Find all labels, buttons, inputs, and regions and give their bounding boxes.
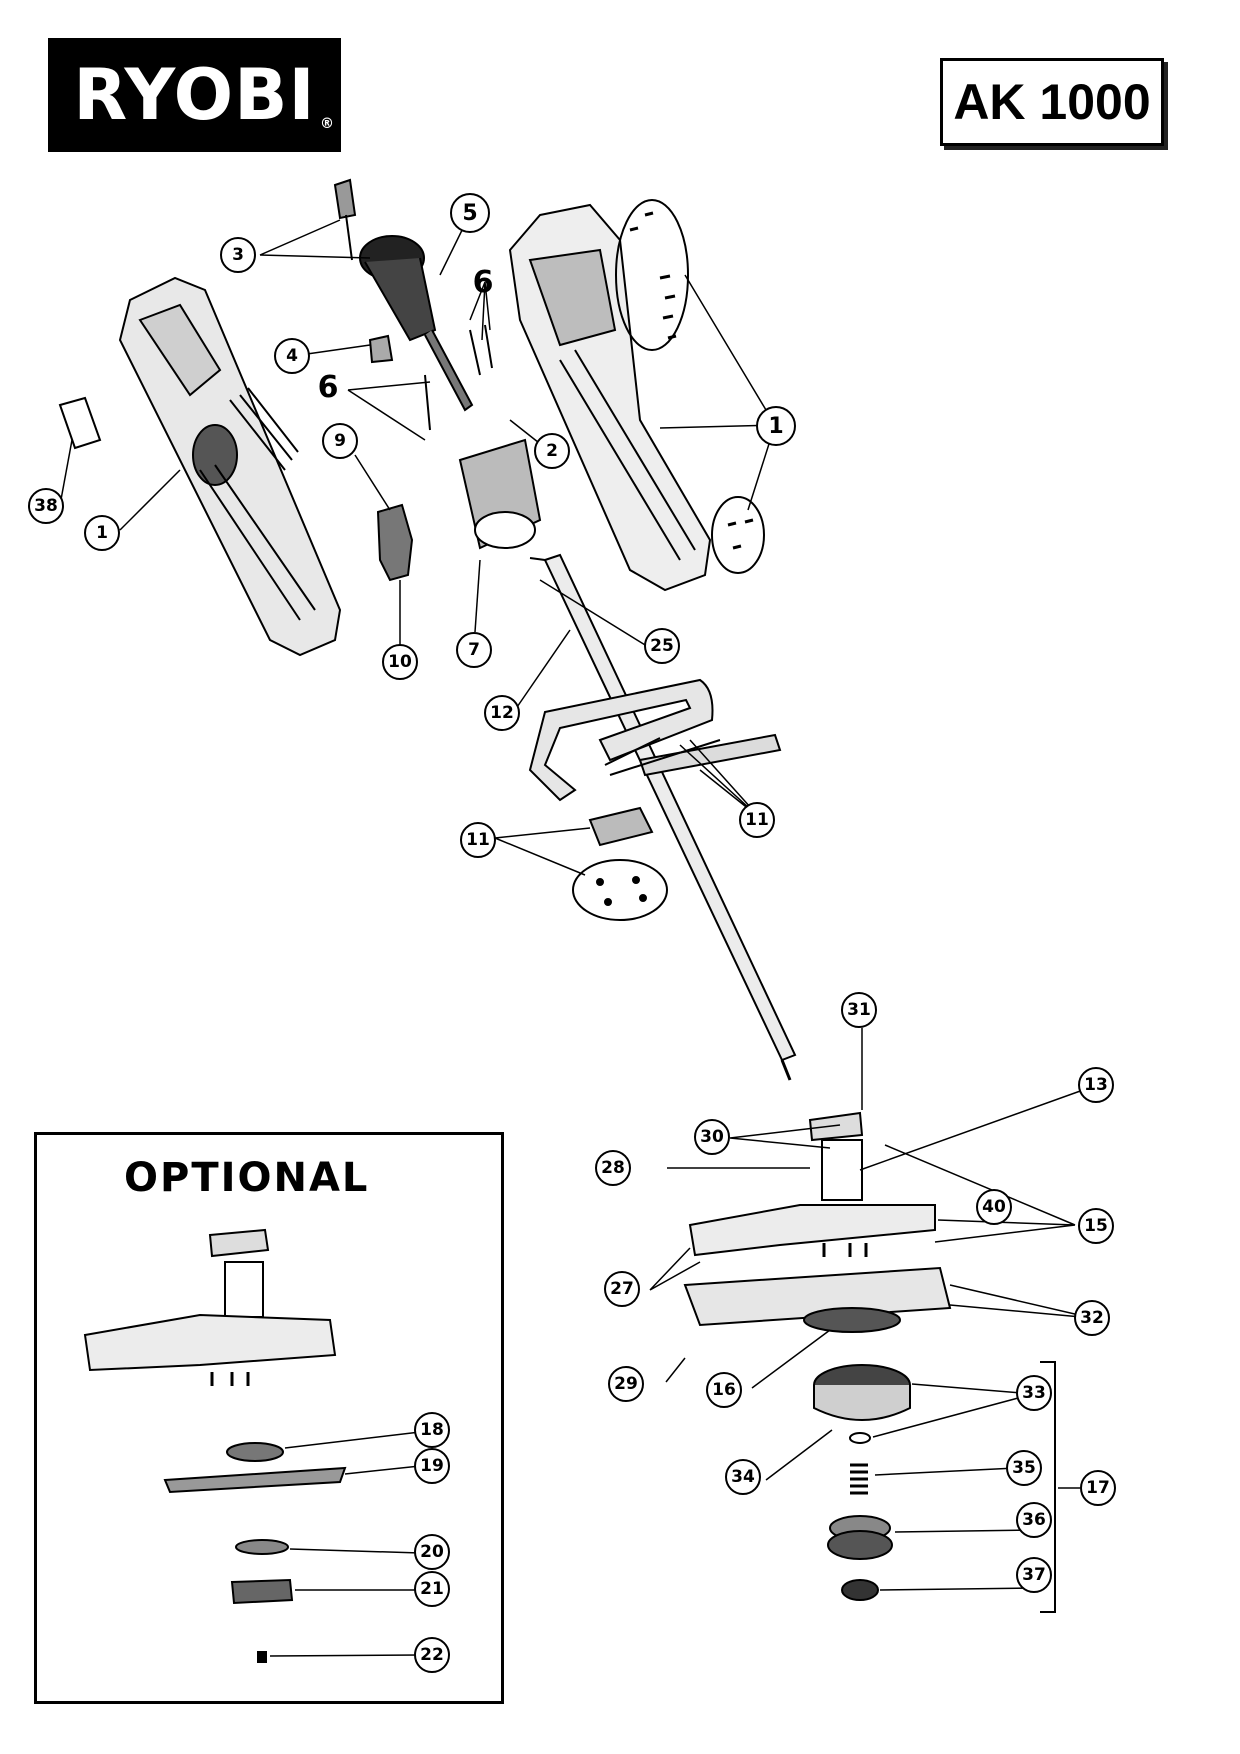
callout-4: 4 xyxy=(274,338,310,374)
callout-36: 36 xyxy=(1016,1502,1052,1538)
callout-29: 29 xyxy=(608,1366,644,1402)
callout-10: 10 xyxy=(382,644,418,680)
callout-34: 34 xyxy=(725,1459,761,1495)
callout-31: 31 xyxy=(841,992,877,1028)
leader-lines xyxy=(59,217,1098,1657)
callout-11-clamp: 11 xyxy=(460,822,496,858)
screw-group-lower xyxy=(711,496,765,574)
callout-6-upper: 6 xyxy=(472,264,494,300)
handle-clamp-disc xyxy=(572,859,668,921)
washer xyxy=(235,1539,289,1555)
optional-parts-frame xyxy=(34,1132,504,1704)
shaft-tube xyxy=(529,553,797,1081)
brand-name: RYOBI xyxy=(73,54,316,136)
callout-18: 18 xyxy=(414,1412,450,1448)
assembly-bracket xyxy=(1040,1361,1056,1613)
registered-mark: ® xyxy=(320,116,335,132)
callout-37: 37 xyxy=(1016,1557,1052,1593)
callout-28: 28 xyxy=(595,1150,631,1186)
cord-clamp xyxy=(333,178,357,220)
callout-3: 3 xyxy=(220,237,256,273)
callout-15: 15 xyxy=(1078,1208,1114,1244)
spool-assembly xyxy=(813,1364,911,1601)
callout-19: 19 xyxy=(414,1448,450,1484)
carbon-brush-holder xyxy=(368,334,394,364)
callout-7: 7 xyxy=(456,632,492,668)
callout-20: 20 xyxy=(414,1534,450,1570)
callout-38: 38 xyxy=(28,488,64,524)
callout-33: 33 xyxy=(1016,1375,1052,1411)
callout-27: 27 xyxy=(604,1271,640,1307)
cutting-head xyxy=(683,1111,952,1333)
callout-5: 5 xyxy=(450,193,490,233)
callout-9: 9 xyxy=(322,423,358,459)
callout-22: 22 xyxy=(414,1637,450,1673)
auxiliary-handle xyxy=(528,678,782,802)
ryobi-logo: RYOBI ® xyxy=(48,38,341,152)
metal-blade xyxy=(163,1466,347,1494)
gear-housing xyxy=(458,438,542,550)
right-housing-half xyxy=(508,203,712,592)
callout-6-lower: 6 xyxy=(317,369,339,405)
optional-head xyxy=(83,1228,337,1386)
handle-clamp-block xyxy=(588,806,654,847)
callout-21: 21 xyxy=(414,1571,450,1607)
rating-label xyxy=(58,396,102,450)
callout-13: 13 xyxy=(1078,1067,1114,1103)
screw-group-upper xyxy=(615,199,689,351)
callout-17: 17 xyxy=(1080,1470,1116,1506)
callout-40: 40 xyxy=(976,1189,1012,1225)
callout-1-right: 1 xyxy=(756,406,796,446)
callout-32: 32 xyxy=(1074,1300,1110,1336)
left-housing-half xyxy=(118,276,342,657)
callout-25: 25 xyxy=(644,628,680,664)
motor-armature xyxy=(359,235,474,412)
callout-30: 30 xyxy=(694,1119,730,1155)
blade-flange xyxy=(226,1442,284,1462)
callout-16: 16 xyxy=(706,1372,742,1408)
model-number: AK 1000 xyxy=(940,58,1164,146)
blade-bolt xyxy=(257,1651,267,1663)
blade-cover xyxy=(230,1578,294,1605)
callout-35: 35 xyxy=(1006,1450,1042,1486)
callout-12: 12 xyxy=(484,695,520,731)
power-switch xyxy=(376,503,414,582)
screws-upper xyxy=(629,211,677,340)
callout-2: 2 xyxy=(534,433,570,469)
callout-11-handle: 11 xyxy=(739,802,775,838)
callout-1-left: 1 xyxy=(84,515,120,551)
optional-title: OPTIONAL xyxy=(124,1155,370,1201)
